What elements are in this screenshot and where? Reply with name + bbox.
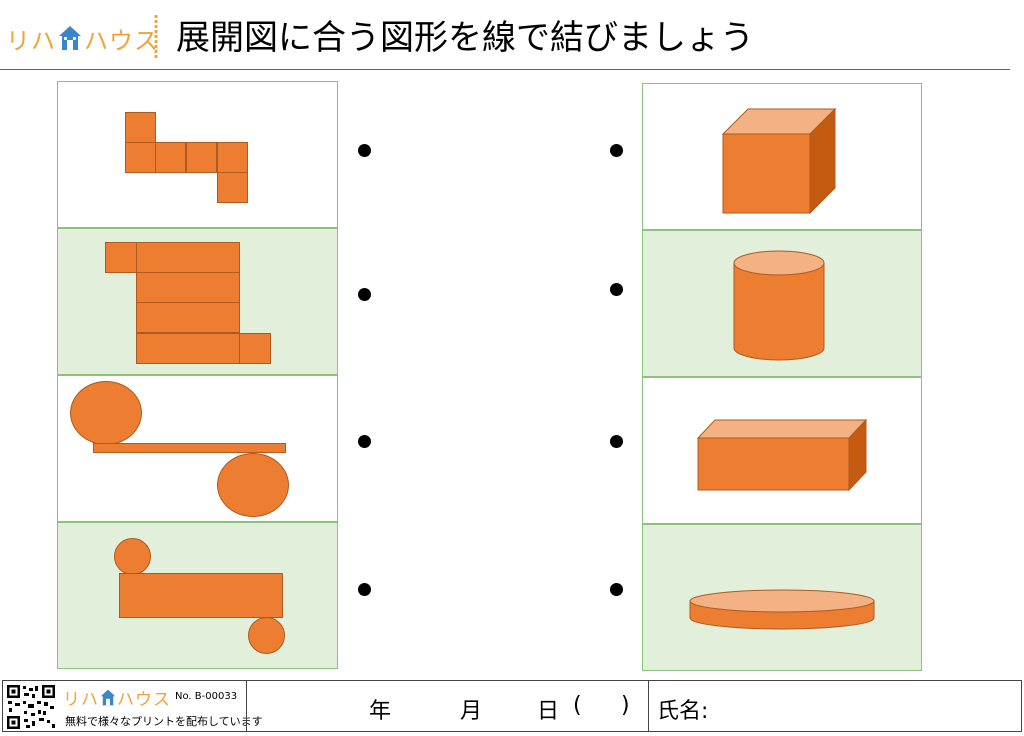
net-rectangle [136,333,240,364]
net-square [125,142,156,173]
left-panel-2 [57,228,338,375]
net-square [125,112,156,143]
page-title: 展開図に合う図形を線で結びましょう [176,18,754,58]
header-divider-dots [154,14,158,60]
net-circle [248,617,285,654]
net-rectangle [93,443,286,453]
house-icon [100,689,116,706]
net-square [217,142,248,173]
left-panel-1 [57,81,338,228]
cylinder [733,250,825,361]
left-dot-1[interactable] [358,144,371,157]
right-panel-3 [642,377,922,524]
header-rule [0,69,1010,70]
net-rectangle [136,242,240,273]
footer-tagline: 無料で様々なプリントを配布しています [65,715,263,728]
prism-front-face [697,437,850,491]
footer-date-cell: 年 月 日 ( ) [246,680,649,732]
cylinder-top [733,250,825,276]
net-square [217,172,248,203]
right-panel-4 [642,524,922,671]
net-square [186,142,217,173]
date-weekday-open-paren: ( [573,693,582,718]
date-year-label: 年 [369,699,392,724]
cube-front-face [722,133,811,214]
header-logo-text-left: リハ [6,26,56,55]
footer: リハ ハウス No. B-00033 無料で様々なプリントを配布しています 年 … [0,680,1024,732]
prism-top-face [696,419,868,439]
print-number: No. B-00033 [175,691,238,702]
right-dot-3[interactable] [610,435,623,448]
flat-cylinder [689,589,875,630]
left-dot-2[interactable] [358,288,371,301]
header-logo-text-right: ハウス [84,26,159,55]
footer-logo: リハ ハウス [63,685,171,710]
name-label: 氏名: [657,699,709,724]
net-square [155,142,186,173]
right-dot-4[interactable] [610,583,623,596]
net-rectangle [136,302,240,333]
left-panel-4 [57,522,338,669]
net-square [239,333,271,364]
right-panel-2 [642,230,922,377]
qr-code-icon [6,684,56,730]
footer-brand-cell: リハ ハウス No. B-00033 無料で様々なプリントを配布しています [2,680,263,732]
left-dot-4[interactable] [358,583,371,596]
net-square [105,242,137,273]
flat-cylinder-top [689,589,875,613]
left-panel-3 [57,375,338,522]
right-dot-1[interactable] [610,144,623,157]
net-rectangle [119,573,283,618]
left-dot-3[interactable] [358,435,371,448]
net-circle [70,381,142,445]
net-circle [114,538,151,575]
date-day-label: 日 [537,699,560,724]
footer-logo-text-right: ハウス [117,690,171,710]
house-icon [59,26,81,50]
cube [721,107,837,215]
rectangular-prism [696,418,868,492]
date-weekday-close-paren: ) [621,693,630,718]
net-circle [217,453,289,517]
right-dot-2[interactable] [610,283,623,296]
cylinder-body [733,262,825,361]
footer-name-cell[interactable]: 氏名: [648,680,1022,732]
date-month-label: 月 [460,699,483,724]
footer-logo-text-left: リハ [63,690,99,710]
header-logo: リハ ハウス [6,20,159,56]
right-panel-1 [642,83,922,230]
net-rectangle [136,272,240,303]
